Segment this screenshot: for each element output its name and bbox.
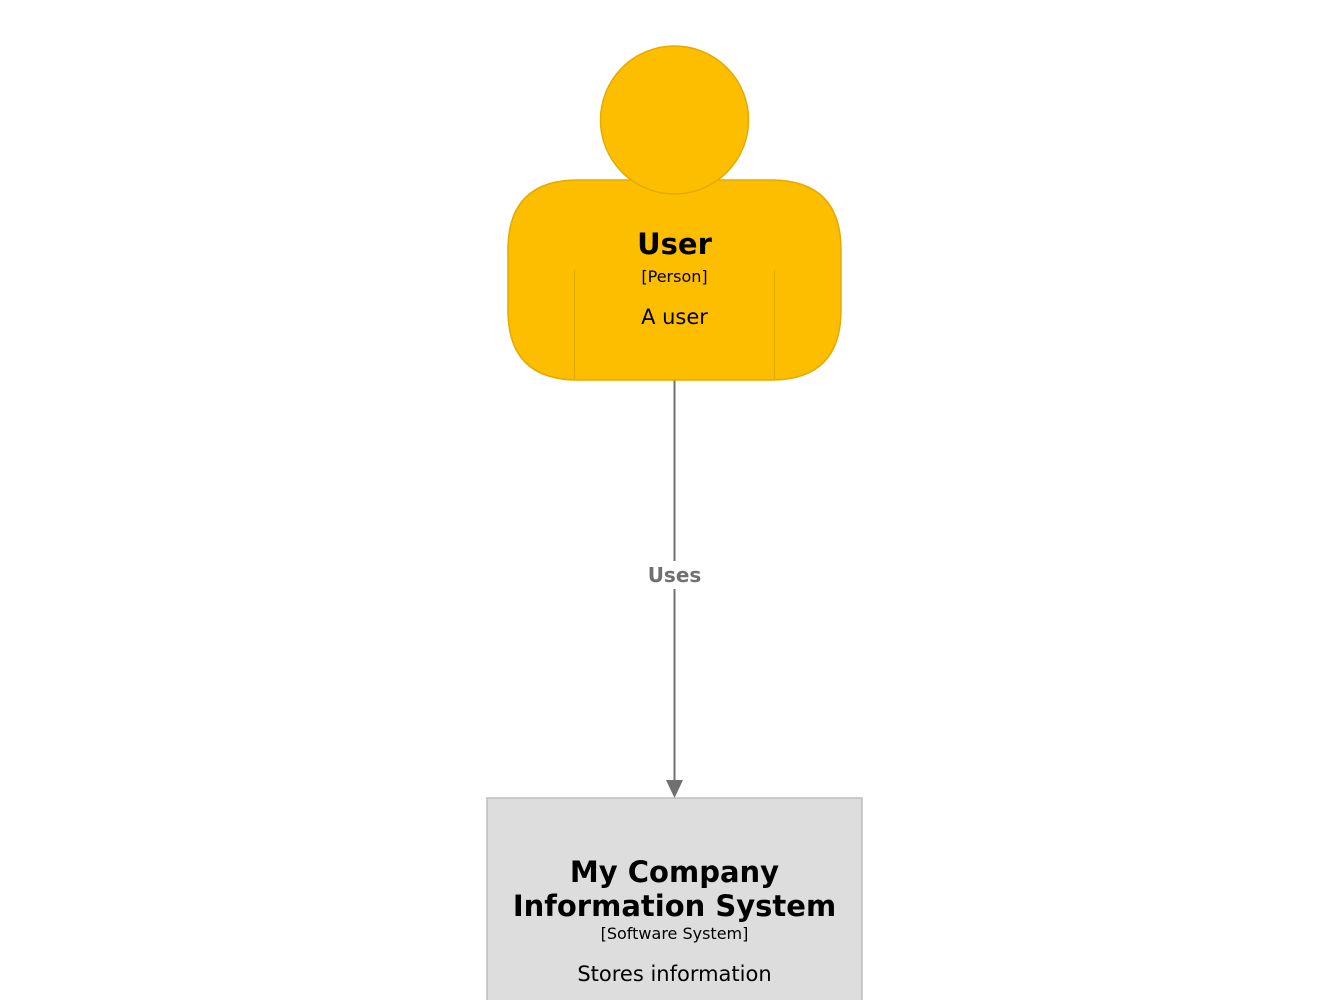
software-system-box[interactable] [486,797,863,1000]
person-head[interactable] [599,45,750,195]
person-type: [Person] [641,267,708,286]
person-body[interactable] [507,179,842,381]
software-system-description: Stores information [577,962,772,986]
uses-relationship-arrowhead [666,780,683,798]
relationship-label: Uses [608,561,741,589]
person-name: User [637,227,712,261]
software-system-name: My Company Information System [512,855,837,923]
software-system-type: [Software System] [600,924,749,943]
person-description: A user [641,305,708,329]
